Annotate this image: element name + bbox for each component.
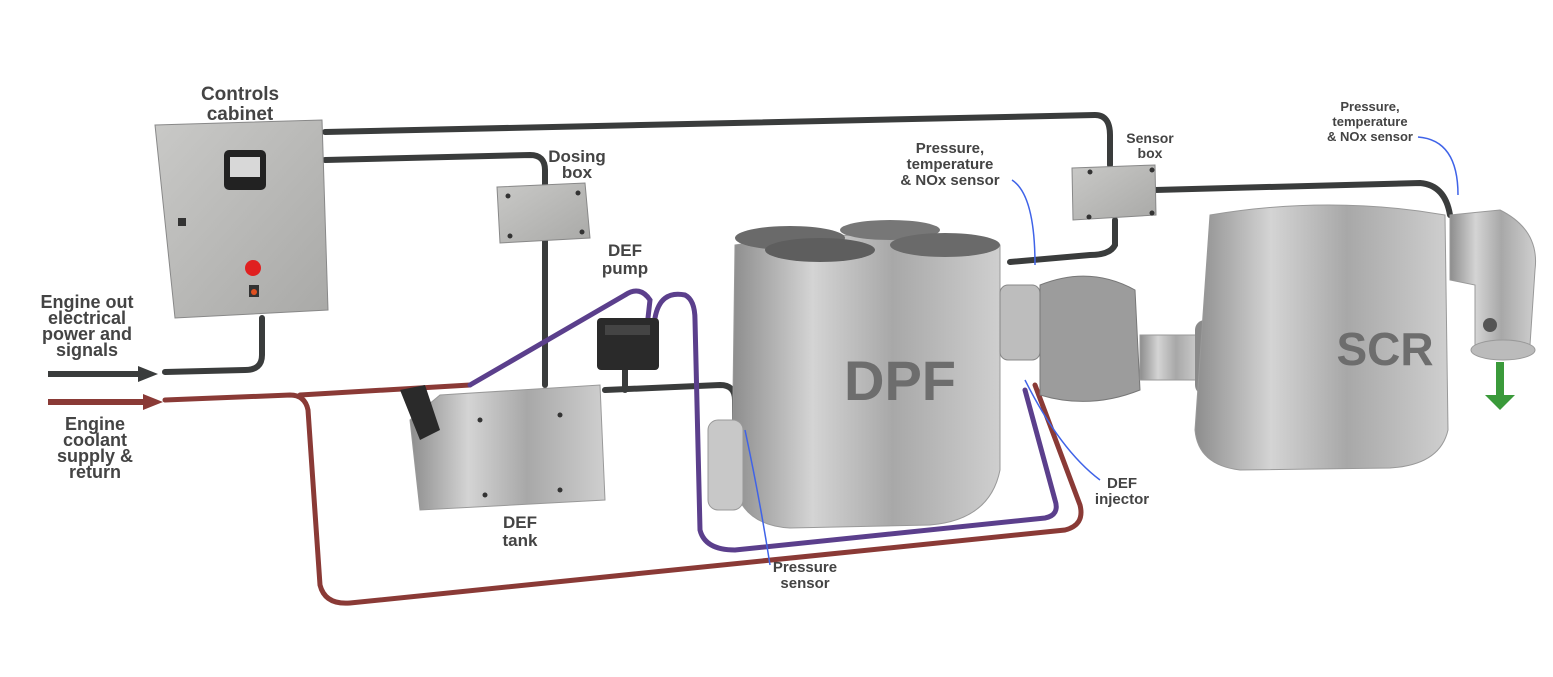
engine-coolant-arrow <box>48 394 163 410</box>
def-tank <box>400 384 606 511</box>
emergency-stop-button <box>245 260 261 276</box>
cable-sensor-box-scr-sensor <box>1152 179 1453 218</box>
dosing-box <box>496 182 591 244</box>
cabinet-latch <box>178 218 186 226</box>
engine-electrical-arrow <box>48 366 158 382</box>
dpf-nox-sensor-label: Pressure,temperature& NOx sensor <box>900 140 999 189</box>
signal-cables <box>162 111 1453 433</box>
scr-unit: SCR <box>1194 204 1449 471</box>
dpf-label: DPF <box>844 349 956 412</box>
tank-filler-cap <box>400 385 440 440</box>
def-pump <box>597 318 659 370</box>
def-lines <box>467 288 1059 553</box>
dpf-unit: DPF <box>707 220 1001 529</box>
sensor-box <box>1071 164 1157 221</box>
scr-outlet-elbow <box>1449 209 1537 410</box>
scr-nox-sensor-label: Pressure,temperature& NOx sensor <box>1327 99 1413 144</box>
cable-cabinet-sensor-box <box>322 111 1113 168</box>
controls-cabinet <box>154 119 329 319</box>
dpf-inlet-pipe <box>707 419 744 511</box>
scr-label: SCR <box>1336 323 1433 375</box>
sensor-leader-lines <box>744 136 1459 566</box>
cable-engine-in <box>162 315 265 375</box>
exhaust-out-arrow <box>1485 362 1515 410</box>
cable-sensor-box-dpf-sensor <box>1007 217 1118 265</box>
cable-cabinet-dosing-box <box>322 151 548 188</box>
coolant-lines <box>162 382 1084 606</box>
def-injector-mixer <box>999 275 1225 402</box>
